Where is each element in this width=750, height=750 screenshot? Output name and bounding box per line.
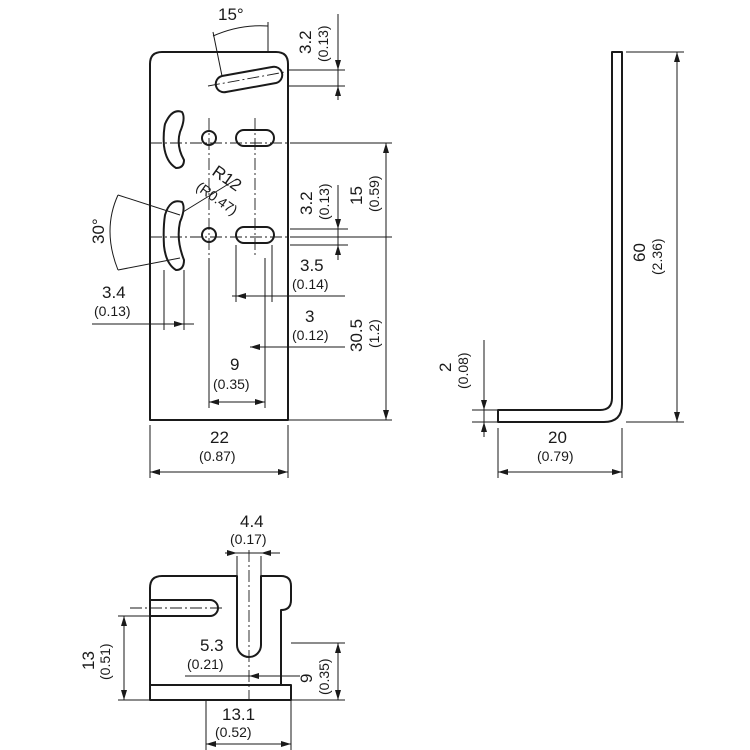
base-height-label: 13 [79, 651, 98, 670]
lower-arc-slot [162, 200, 185, 271]
foot-height-sub: (0.35) [316, 658, 332, 695]
hole-offset-sub: (0.12) [292, 327, 329, 343]
hole-offset-label: 3 [305, 307, 314, 326]
hole-height-sub: (1.2) [366, 319, 382, 348]
upper-arc-slot [162, 110, 185, 169]
width-label: 22 [210, 428, 229, 447]
front-view: 15° 3.2 (0.13) R12 (R0.47) 3.2 (0.13) 15… [89, 5, 392, 478]
slot-width-bottom-sub: (0.17) [230, 531, 267, 547]
angle-15-label: 15° [218, 5, 244, 24]
thickness-label: 2 [436, 363, 455, 372]
slot-depth-sub: (0.21) [187, 656, 224, 672]
hole-distance-label: 9 [230, 355, 239, 374]
side-view: 60 (2.36) 2 (0.08) 20 (0.79) [436, 51, 684, 478]
slot-length-sub: (0.14) [292, 276, 329, 292]
hole-height-label: 30.5 [347, 319, 366, 352]
base-width-label: 13.1 [222, 705, 255, 724]
leg-length-label: 20 [548, 428, 567, 447]
side-view-profile [497, 51, 623, 423]
top-slot-centerline [207, 71, 286, 87]
bottom-view-outline [149, 575, 292, 701]
hole-distance-sub: (0.35) [213, 376, 250, 392]
dimension-arrowheads [121, 52, 680, 747]
slot-depth-label: 5.3 [200, 636, 224, 655]
base-width-sub: (0.52) [215, 724, 252, 740]
arc-slot-width-label: 3.4 [102, 283, 126, 302]
hole-spacing-sub: (0.59) [366, 175, 382, 212]
arc-slot-width-sub: (0.13) [94, 303, 131, 319]
slot-width-mid-sub: (0.13) [316, 183, 332, 220]
width-sub: (0.87) [199, 448, 236, 464]
front-view-outline [149, 51, 289, 421]
foot-height-label: 9 [297, 674, 316, 683]
bottom-view: 4.4 (0.17) 5.3 (0.21) 13 (0.51) 9 (0.35)… [79, 512, 345, 750]
thickness-sub: (0.08) [455, 352, 471, 389]
height-sub: (2.36) [649, 238, 665, 275]
slot-length-label: 3.5 [300, 256, 324, 275]
slot-width-top-sub: (0.13) [315, 25, 331, 62]
base-height-sub: (0.51) [97, 643, 113, 680]
slot-width-top-label: 3.2 [296, 30, 315, 54]
slot-width-mid-label: 3.2 [297, 191, 316, 215]
angle-30-label: 30° [89, 218, 108, 244]
top-angled-slot [214, 65, 284, 94]
slot-width-bottom-label: 4.4 [240, 512, 264, 531]
hole-spacing-label: 15 [347, 186, 366, 205]
leg-length-sub: (0.79) [537, 448, 574, 464]
height-label: 60 [630, 243, 649, 262]
